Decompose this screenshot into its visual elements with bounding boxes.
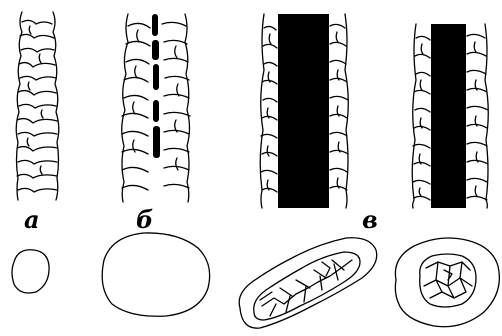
- hair-c1-right-edge: [345, 14, 348, 208]
- hair-c2-cortex-right: [467, 34, 488, 200]
- hair-c2-cross-outer: [395, 238, 499, 327]
- hair-c1-cortex-right: [330, 24, 348, 190]
- label-b: б: [136, 205, 153, 234]
- hair-c1-cross-section: [239, 238, 377, 328]
- hair-c2-cross-section: [395, 238, 499, 327]
- hair-b-longitudinal: [122, 14, 190, 202]
- hair-b-right-edge: [185, 14, 190, 202]
- label-a: а: [24, 205, 40, 234]
- hair-c1-cortex-left: [261, 26, 277, 192]
- hair-a-cuticle-scales: [17, 20, 58, 192]
- hair-c1-longitudinal: [260, 14, 348, 208]
- hair-b-cross-section: [102, 233, 209, 316]
- hair-a-longitudinal: [16, 12, 59, 200]
- hair-c2-longitudinal: [412, 24, 488, 208]
- hair-c2-cortex-left: [413, 36, 430, 200]
- label-c: в: [362, 205, 378, 234]
- hair-c1-left-edge: [260, 14, 264, 208]
- hair-b-medulla-segments: [152, 14, 160, 158]
- hair-c2-medulla: [431, 24, 466, 208]
- hair-c1-cross-outer: [239, 238, 377, 328]
- hair-c1-medulla: [278, 14, 329, 208]
- hair-c2-right-edge: [485, 24, 488, 208]
- hair-a-cross-section: [12, 250, 49, 293]
- hair-b-left-edge: [122, 14, 128, 202]
